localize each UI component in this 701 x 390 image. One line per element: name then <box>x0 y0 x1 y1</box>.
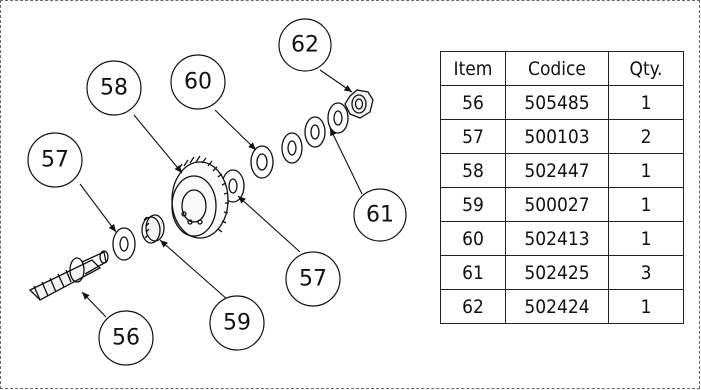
callout-balloon-57-left <box>27 132 83 188</box>
callout-balloon-59 <box>209 295 265 351</box>
cell-codice: 502447 <box>505 153 609 188</box>
table-row: 56 505485 1 <box>440 85 684 120</box>
cell-item: 57 <box>440 119 506 154</box>
washer-part-61 <box>281 102 349 164</box>
cell-item: 59 <box>440 187 506 222</box>
shaft-part-56 <box>28 250 109 301</box>
callout-balloon-61 <box>353 188 407 242</box>
callout-label-59: 59 <box>223 311 251 336</box>
nut-part-62 <box>344 89 374 119</box>
cell-codice: 500103 <box>505 119 609 154</box>
callout-balloon-58 <box>86 60 142 116</box>
cell-qty: 1 <box>608 289 684 324</box>
leader-line-58 <box>133 114 183 174</box>
table-row: 59 500027 1 <box>440 187 684 222</box>
callout-balloon-56 <box>98 310 154 366</box>
cell-codice: 505485 <box>505 85 609 120</box>
table-row: 57 500103 2 <box>440 119 684 154</box>
leader-line-56 <box>81 291 107 318</box>
cell-qty: 1 <box>608 221 684 256</box>
table-row: 60 502413 1 <box>440 221 684 256</box>
column-header-qty: Qty. <box>608 51 684 86</box>
callout-label-58: 58 <box>100 76 128 101</box>
cell-qty: 1 <box>608 85 684 120</box>
cell-item: 56 <box>440 85 506 120</box>
bearing-part-59 <box>141 214 165 244</box>
cell-item: 61 <box>440 255 506 290</box>
cell-codice: 502424 <box>505 289 609 324</box>
cell-qty: 1 <box>608 187 684 222</box>
table-header-row: Item Codice Qty. <box>440 51 684 86</box>
washer-part-57-lower <box>112 227 136 261</box>
callout-label-56: 56 <box>112 326 140 351</box>
leader-line-61 <box>329 127 363 195</box>
cell-qty: 1 <box>608 153 684 188</box>
table-row: 58 502447 1 <box>440 153 684 188</box>
callout-balloon-57-right <box>285 251 341 307</box>
cell-codice: 500027 <box>505 187 609 222</box>
cell-codice: 502425 <box>505 255 609 290</box>
callout-label-62: 62 <box>291 33 319 58</box>
callout-label-57-right: 57 <box>299 267 327 292</box>
parts-list-table: Item Codice Qty. 56 505485 1 57 500103 2… <box>440 51 684 324</box>
cell-item: 60 <box>440 221 506 256</box>
leader-line-62 <box>319 69 353 93</box>
cell-qty: 3 <box>608 255 684 290</box>
cell-item: 58 <box>440 153 506 188</box>
callout-label-60: 60 <box>184 70 212 95</box>
leader-line-57-left <box>79 183 117 233</box>
spacer-part-60 <box>250 145 274 179</box>
leader-line-60 <box>214 109 257 151</box>
leader-line-57-right <box>237 195 301 253</box>
cell-codice: 502413 <box>505 221 609 256</box>
callout-label-61: 61 <box>366 203 394 228</box>
gear-part-58 <box>171 155 229 239</box>
column-header-item: Item <box>440 51 506 86</box>
callout-label-57-left: 57 <box>41 148 69 173</box>
callout-balloon-62 <box>278 18 332 72</box>
table-row: 61 502425 3 <box>440 255 684 290</box>
cell-qty: 2 <box>608 119 684 154</box>
callout-balloon-60 <box>170 54 226 110</box>
column-header-codice: Codice <box>505 51 609 86</box>
cell-item: 62 <box>440 289 506 324</box>
leader-line-59 <box>159 239 229 301</box>
table-row: 62 502424 1 <box>440 289 684 324</box>
